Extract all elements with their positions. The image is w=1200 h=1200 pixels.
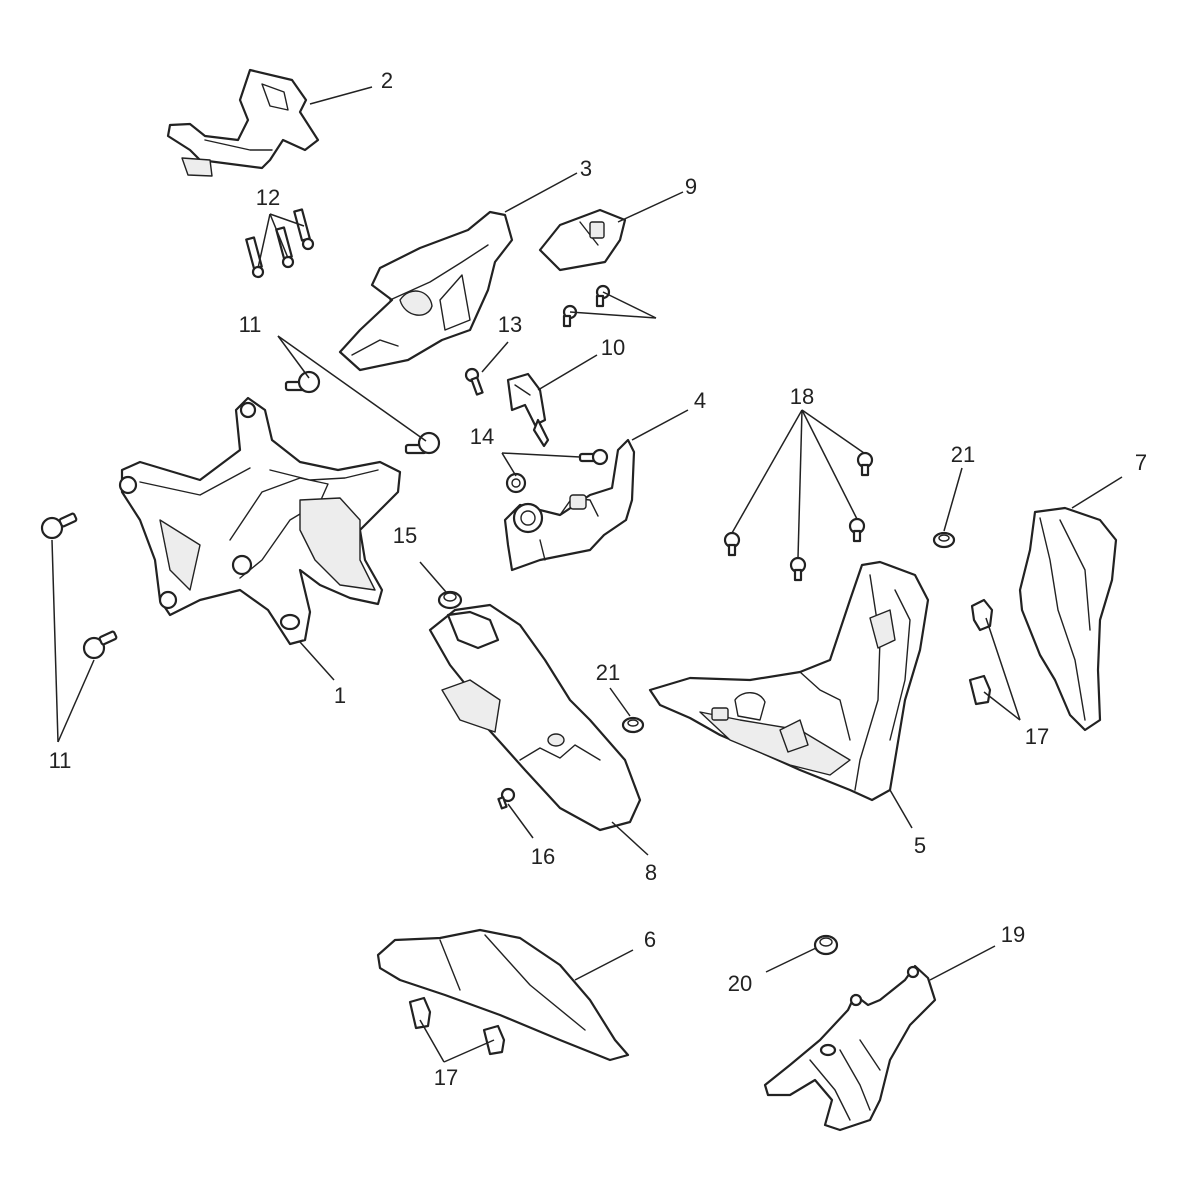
callout-3: 3 bbox=[580, 156, 592, 181]
part-2-upper-bracket bbox=[166, 68, 320, 177]
part-17-clips bbox=[408, 598, 994, 1056]
callout-16: 16 bbox=[531, 844, 555, 869]
callout-5: 5 bbox=[914, 833, 926, 858]
bolt-icon bbox=[293, 208, 315, 251]
callout-11-lower: 11 bbox=[49, 748, 72, 773]
callout-21-left: 21 bbox=[596, 660, 620, 685]
nut-icon bbox=[505, 472, 527, 494]
screw-icon bbox=[723, 531, 741, 557]
bolt-icon bbox=[404, 431, 441, 455]
part-20-plug bbox=[813, 934, 839, 956]
screw-icon bbox=[789, 556, 807, 582]
callout-19: 19 bbox=[1001, 922, 1025, 947]
bolt-icon bbox=[40, 512, 78, 540]
part-7-side-panel bbox=[1018, 506, 1118, 732]
callout-11-upper: 11 bbox=[239, 312, 262, 337]
part-5-rear-tray bbox=[648, 560, 930, 802]
callout-10: 10 bbox=[601, 335, 625, 360]
bolt-icon bbox=[275, 226, 295, 269]
leader-lines bbox=[51, 86, 1123, 1063]
part-16-screw bbox=[497, 787, 516, 810]
callout-labels: 2 3 9 12 11 13 10 4 18 14 21 7 15 1 21 1… bbox=[49, 68, 1148, 1090]
part-8-mudguard bbox=[428, 603, 642, 832]
part-3-upper-mount bbox=[338, 210, 514, 372]
part-9-small-cover bbox=[538, 208, 627, 272]
part-10-screws bbox=[562, 284, 611, 328]
part-14-fasteners bbox=[505, 448, 609, 494]
bolt-icon bbox=[284, 370, 321, 394]
clip-icon bbox=[408, 996, 432, 1030]
callout-13: 13 bbox=[498, 312, 522, 337]
callout-14: 14 bbox=[470, 424, 494, 449]
callout-17-lower: 17 bbox=[434, 1065, 458, 1090]
callout-2: 2 bbox=[381, 68, 393, 93]
screw-icon bbox=[595, 284, 611, 308]
callout-6: 6 bbox=[644, 927, 656, 952]
part-19-rear-bracket bbox=[763, 964, 937, 1132]
callout-8: 8 bbox=[645, 860, 657, 885]
callout-18: 18 bbox=[790, 384, 814, 409]
callout-1: 1 bbox=[334, 683, 346, 708]
callout-12: 12 bbox=[256, 185, 280, 210]
part-6-lower-cover bbox=[376, 928, 630, 1062]
callout-17-right: 17 bbox=[1025, 724, 1049, 749]
screw-icon bbox=[848, 517, 866, 543]
part-11-bolts bbox=[40, 370, 441, 660]
callout-9: 9 bbox=[685, 174, 697, 199]
callout-20: 20 bbox=[728, 971, 752, 996]
part-4-bracket bbox=[503, 438, 636, 572]
callout-21-right: 21 bbox=[951, 442, 975, 467]
part-18-screws bbox=[723, 451, 874, 582]
part-1-main-bracket bbox=[118, 396, 402, 646]
part-10-sensor bbox=[506, 372, 550, 448]
bolt-icon bbox=[82, 630, 118, 660]
part-21-grommets bbox=[621, 531, 956, 734]
screw-icon bbox=[562, 304, 578, 328]
screw-icon bbox=[856, 451, 874, 477]
part-15-grommet bbox=[437, 590, 463, 610]
callout-4: 4 bbox=[694, 388, 706, 413]
callout-15: 15 bbox=[393, 523, 417, 548]
callout-7: 7 bbox=[1135, 450, 1147, 475]
part-13-screw bbox=[464, 367, 484, 396]
bolt-icon bbox=[578, 448, 609, 466]
clip-icon bbox=[968, 674, 992, 706]
part-12-bolts bbox=[245, 208, 315, 279]
